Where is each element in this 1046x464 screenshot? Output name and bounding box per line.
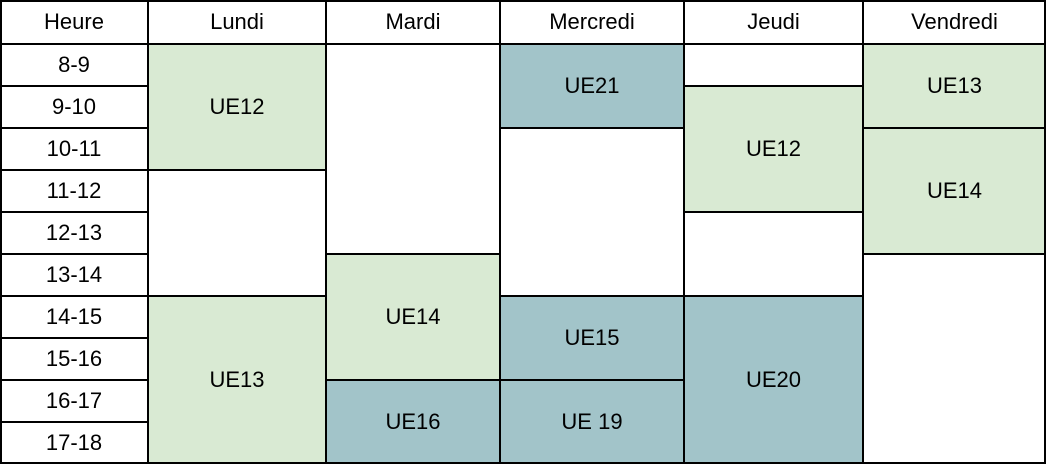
grid-line-horizontal	[684, 211, 863, 213]
grid-line-vertical	[862, 0, 864, 464]
grid-line-horizontal	[0, 169, 148, 171]
grid-line-horizontal	[148, 169, 326, 171]
hour-label: 9-10	[0, 86, 148, 128]
course-block: UE13	[148, 296, 326, 464]
course-block: UE16	[326, 380, 500, 464]
grid-line-vertical	[1044, 0, 1046, 464]
grid-line-horizontal	[0, 127, 148, 129]
course-block: UE12	[684, 86, 863, 212]
grid-line-horizontal	[0, 421, 148, 423]
grid-line-horizontal	[0, 295, 148, 297]
grid-line-horizontal	[0, 0, 1046, 2]
hour-label: 11-12	[0, 170, 148, 212]
empty-slot	[684, 44, 863, 86]
grid-line-vertical	[325, 0, 327, 464]
course-block: UE13	[863, 44, 1046, 128]
grid-line-vertical	[499, 0, 501, 464]
header-day-lundi: Lundi	[148, 0, 326, 44]
course-block: UE20	[684, 296, 863, 464]
grid-line-horizontal	[0, 43, 1046, 45]
grid-line-horizontal	[326, 253, 500, 255]
grid-line-horizontal	[863, 127, 1046, 129]
header-day-jeudi: Jeudi	[684, 0, 863, 44]
hour-label: 16-17	[0, 380, 148, 422]
empty-slot	[500, 128, 684, 296]
grid-line-horizontal	[0, 379, 148, 381]
grid-line-horizontal	[148, 295, 326, 297]
header-hour-label: Heure	[0, 0, 148, 44]
hour-label: 15-16	[0, 338, 148, 380]
hour-label: 12-13	[0, 212, 148, 254]
grid-line-horizontal	[0, 211, 148, 213]
empty-slot	[148, 170, 326, 296]
grid-line-horizontal	[0, 337, 148, 339]
hour-label: 13-14	[0, 254, 148, 296]
hour-label: 8-9	[0, 44, 148, 86]
course-block: UE 19	[500, 380, 684, 464]
grid-line-horizontal	[500, 379, 684, 381]
grid-line-horizontal	[863, 253, 1046, 255]
course-block: UE14	[863, 128, 1046, 254]
empty-slot	[684, 212, 863, 296]
grid-line-horizontal	[500, 127, 684, 129]
course-block: UE21	[500, 44, 684, 128]
empty-slot	[863, 254, 1046, 464]
course-block: UE14	[326, 254, 500, 380]
grid-line-horizontal	[0, 462, 1046, 464]
grid-line-horizontal	[0, 253, 148, 255]
grid-line-horizontal	[0, 85, 148, 87]
grid-line-vertical	[147, 0, 149, 464]
grid-line-vertical	[0, 0, 2, 464]
header-day-mercredi: Mercredi	[500, 0, 684, 44]
header-day-mardi: Mardi	[326, 0, 500, 44]
grid-line-horizontal	[500, 295, 684, 297]
course-block: UE15	[500, 296, 684, 380]
grid-line-horizontal	[684, 85, 863, 87]
header-day-vendredi: Vendredi	[863, 0, 1046, 44]
empty-slot	[326, 44, 500, 254]
grid-line-horizontal	[684, 295, 863, 297]
hour-label: 17-18	[0, 422, 148, 464]
hour-label: 10-11	[0, 128, 148, 170]
hour-label: 14-15	[0, 296, 148, 338]
course-block: UE12	[148, 44, 326, 170]
grid-line-horizontal	[326, 379, 500, 381]
grid-line-vertical	[683, 0, 685, 464]
